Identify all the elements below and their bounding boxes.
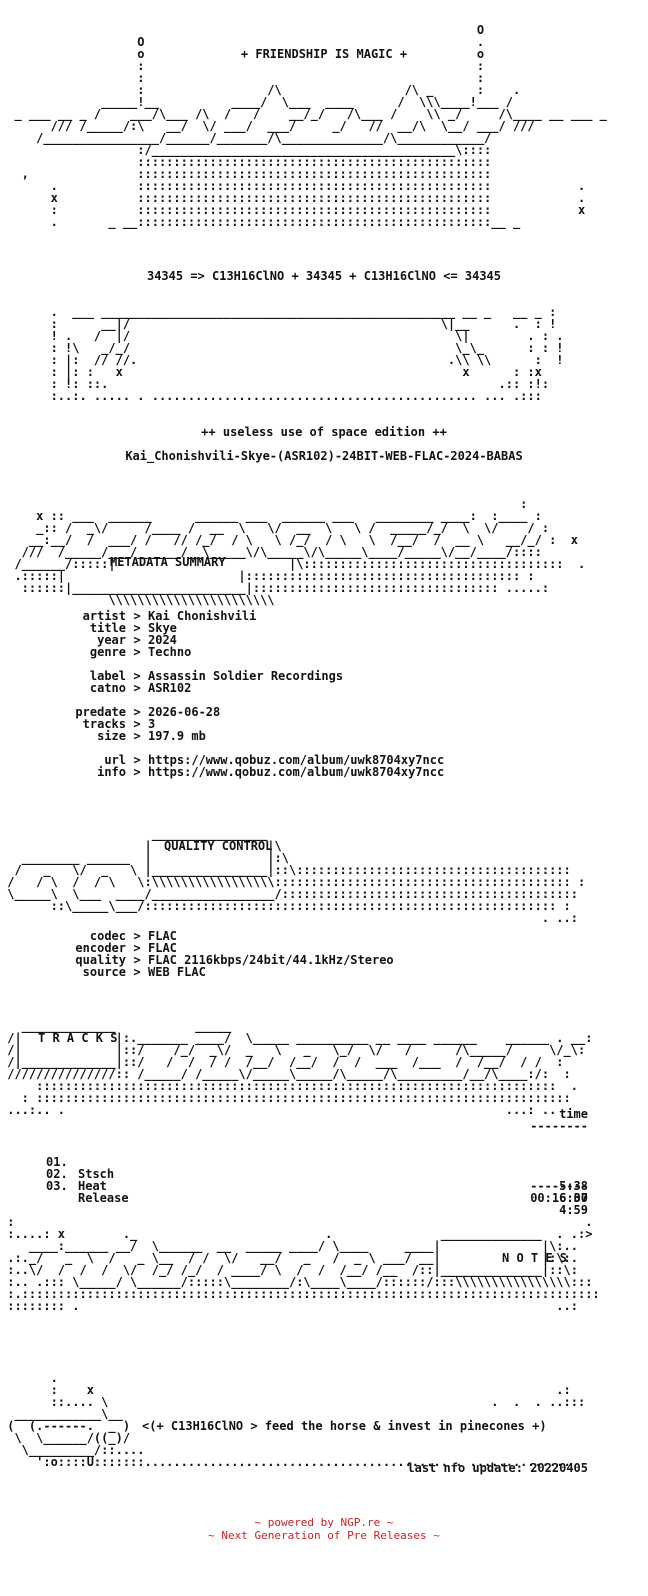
meta-row-artist: artist>Kai Chonishvili: [82, 609, 257, 623]
track-row: 01. Stsch 5:38: [0, 1144, 648, 1192]
meta-row-genre: genre>Techno: [89, 645, 192, 659]
track-time: 4:59: [559, 1203, 588, 1217]
last-nfo-update: last nfo update: 20220405: [407, 1461, 588, 1475]
tracklist-total: 00:16:37: [530, 1191, 588, 1205]
track-title: Heat: [78, 1179, 107, 1193]
quality-list: codec>FLAC encoder>FLAC quality>FLAC 211…: [0, 930, 648, 978]
track-number: 01.: [46, 1155, 68, 1169]
quality-row-quality: quality>FLAC 2116kbps/24bit/44.1kHz/Ster…: [75, 953, 394, 967]
track-title: Release: [78, 1191, 129, 1205]
closing-art: . : x .: ::.... \ . . . ..::: __________…: [0, 1371, 586, 1469]
meta-tracks: 3: [148, 717, 156, 731]
meta-title: Skye: [148, 621, 177, 635]
quality-quality: FLAC 2116kbps/24bit/44.1kHz/Stereo: [148, 953, 394, 967]
tracklist-time-header: time: [559, 1107, 588, 1121]
meta-row-url: url>https://www.qobuz.com/album/uwk8704x…: [104, 753, 445, 767]
quality-row-encoder: encoder>FLAC: [75, 941, 177, 955]
meta-row-predate: predate>2026-06-28: [75, 705, 221, 719]
meta-size: 197.9 mb: [148, 729, 206, 743]
quality-encoder: FLAC: [148, 941, 177, 955]
footer-tagline: ~ Next Generation of Pre Releases ~: [208, 1529, 440, 1542]
meta-info: https://www.qobuz.com/album/uwk8704xy7nc…: [148, 765, 445, 779]
meta-predate: 2026-06-28: [148, 705, 221, 719]
meta-label: Assassin Soldier Recordings: [148, 669, 344, 683]
tracklist-rule-bottom: --------: [530, 1179, 588, 1193]
meta-artist: Kai Chonishvili: [148, 609, 257, 623]
meta-row-catno: catno>ASR102: [89, 681, 192, 695]
edition-line: ++ useless use of space edition ++: [201, 425, 447, 439]
meta-row-info: info>https://www.qobuz.com/album/uwk8704…: [97, 765, 445, 779]
closing-motto: <(+ C13H16ClNO > feed the horse & invest…: [142, 1419, 547, 1433]
section-title-quality: QUALITY CONTROL: [164, 839, 273, 853]
meta-url: https://www.qobuz.com/album/uwk8704xy7nc…: [148, 753, 445, 767]
header-bottom-art: . ___ __________________________________…: [0, 305, 564, 403]
meta-row-title: title>Skye: [89, 621, 177, 635]
footer-powered-by: ~ powered by NGP.re ~: [254, 1516, 394, 1529]
quality-row-codec: codec>FLAC: [89, 929, 177, 943]
meta-genre: Techno: [148, 645, 192, 659]
tracklist: time -------- 01. Stsch 5:38 02. Heat 6:…: [0, 1107, 648, 1216]
metadata-list: artist>Kai Chonishvili title>Skye year>2…: [0, 610, 648, 778]
track-row: 02. Heat 6:00: [0, 1156, 648, 1204]
section-title-tracks: T R A C K S: [38, 1031, 118, 1045]
metadata-logo-art: : x :: ___ ______ ______ ___ ______ ___ …: [0, 497, 586, 607]
meta-row-label: label>Assassin Soldier Recordings: [89, 669, 344, 683]
tracklist-rule-top: --------: [530, 1119, 588, 1133]
section-title-metadata: METADATA SUMMARY: [110, 555, 226, 569]
notes-logo-art: : . :....: x ._ . ______________ . .:> _…: [0, 1215, 600, 1313]
track-title: Stsch: [78, 1167, 115, 1181]
quality-logo-art: ________________ | |\ ________ ______ | …: [0, 827, 586, 925]
quality-row-source: source>WEB FLAC: [82, 965, 206, 979]
quality-source: WEB FLAC: [148, 965, 206, 979]
track-number: 03.: [46, 1179, 68, 1193]
meta-catno: ASR102: [148, 681, 192, 695]
meta-row-year: year>2024: [97, 633, 177, 647]
track-number: 02.: [46, 1167, 68, 1181]
track-time: 6:00: [559, 1191, 588, 1205]
tracks-logo-art: _____________ _____ /| |:._______ ____/ …: [0, 1019, 593, 1117]
meta-year: 2024: [148, 633, 177, 647]
meta-row-size: size>197.9 mb: [97, 729, 206, 743]
quality-codec: FLAC: [148, 929, 177, 943]
track-time: 5:38: [559, 1179, 588, 1193]
header-formula: 34345 => C13H16ClNO + 34345 + C13H16ClNO…: [146, 269, 501, 283]
footer: ~ powered by NGP.re ~ ~ Next Generation …: [0, 1516, 648, 1542]
section-title-notes: N O T E S: [502, 1251, 568, 1265]
meta-row-tracks: tracks>3: [82, 717, 156, 731]
header-slogan: + FRIENDSHIP IS MAGIC +: [240, 47, 408, 61]
release-name: Kai_Chonishvili-Skye-(ASR102)-24BIT-WEB-…: [125, 449, 523, 463]
track-row: 03. Release 4:59: [0, 1168, 648, 1216]
header-logo-art: O O . o o :: [0, 23, 607, 229]
